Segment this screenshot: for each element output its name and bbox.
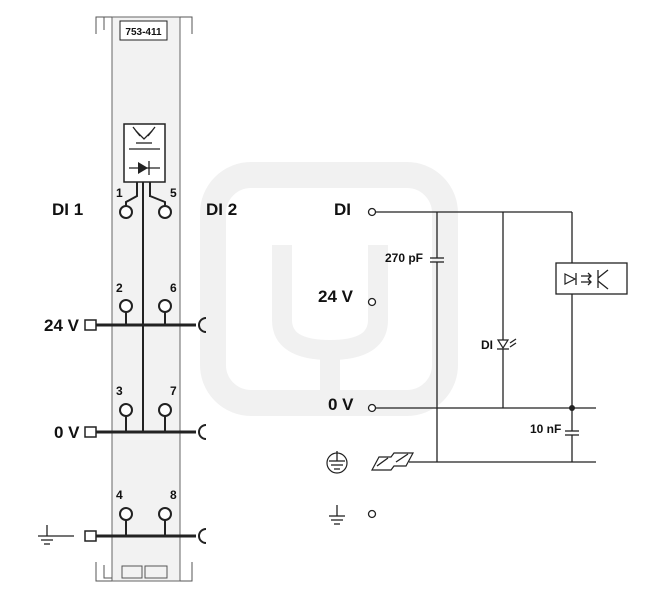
- terminal-8[interactable]: [158, 507, 172, 521]
- schematic-node-di: [367, 207, 377, 217]
- rail-0v: [84, 424, 207, 440]
- wire-di1: [125, 182, 138, 207]
- rail-label-0v: 0 V: [54, 423, 80, 442]
- terminal-3[interactable]: [119, 403, 133, 417]
- optocoupler-icon: [555, 262, 628, 295]
- terminal-number-7: 7: [170, 384, 177, 398]
- cap-label-270pf: 270 pF: [385, 251, 423, 265]
- watermark-logo: [200, 162, 458, 416]
- terminal-number-8: 8: [170, 488, 177, 502]
- ground-icon: [329, 505, 345, 525]
- rail-24v: [84, 317, 207, 333]
- terminal-4[interactable]: [119, 507, 133, 521]
- cap-label-10nf: 10 nF: [530, 422, 561, 436]
- rail-ground: [84, 528, 207, 544]
- optocoupler-icon: [123, 123, 166, 183]
- led-icon: [496, 338, 517, 350]
- terminal-number-6: 6: [170, 281, 177, 295]
- part-number-box: [119, 20, 168, 41]
- schematic-node-0v: [367, 403, 377, 413]
- schematic-label-0v: 0 V: [328, 395, 354, 414]
- schematic-node-ground: [367, 509, 377, 519]
- part-number: 753-411: [125, 27, 162, 38]
- terminal-2[interactable]: [119, 299, 133, 313]
- terminal-6[interactable]: [158, 299, 172, 313]
- rail-label-24v: 24 V: [44, 316, 80, 335]
- channel-label-di1: DI 1: [52, 200, 83, 219]
- din-rail-icon: [370, 452, 415, 471]
- terminal-number-3: 3: [116, 384, 123, 398]
- terminal-contacts: [119, 205, 172, 521]
- terminal-block: [95, 16, 193, 582]
- terminal-number-4: 4: [116, 488, 123, 502]
- terminal-number-5: 5: [170, 186, 177, 200]
- protective-earth-icon: [326, 451, 348, 474]
- schematic-label-di: DI: [334, 200, 351, 219]
- ground-icon: [38, 525, 74, 545]
- schematic-label-24v: 24 V: [318, 287, 354, 306]
- led-label: DI: [481, 338, 493, 352]
- terminal-7[interactable]: [158, 403, 172, 417]
- terminal-number-2: 2: [116, 281, 123, 295]
- terminal-number-1: 1: [116, 186, 123, 200]
- schematic-node-24v: [367, 297, 377, 307]
- channel-label-di2: DI 2: [206, 200, 237, 219]
- terminal-1[interactable]: [119, 205, 133, 219]
- terminal-5[interactable]: [158, 205, 172, 219]
